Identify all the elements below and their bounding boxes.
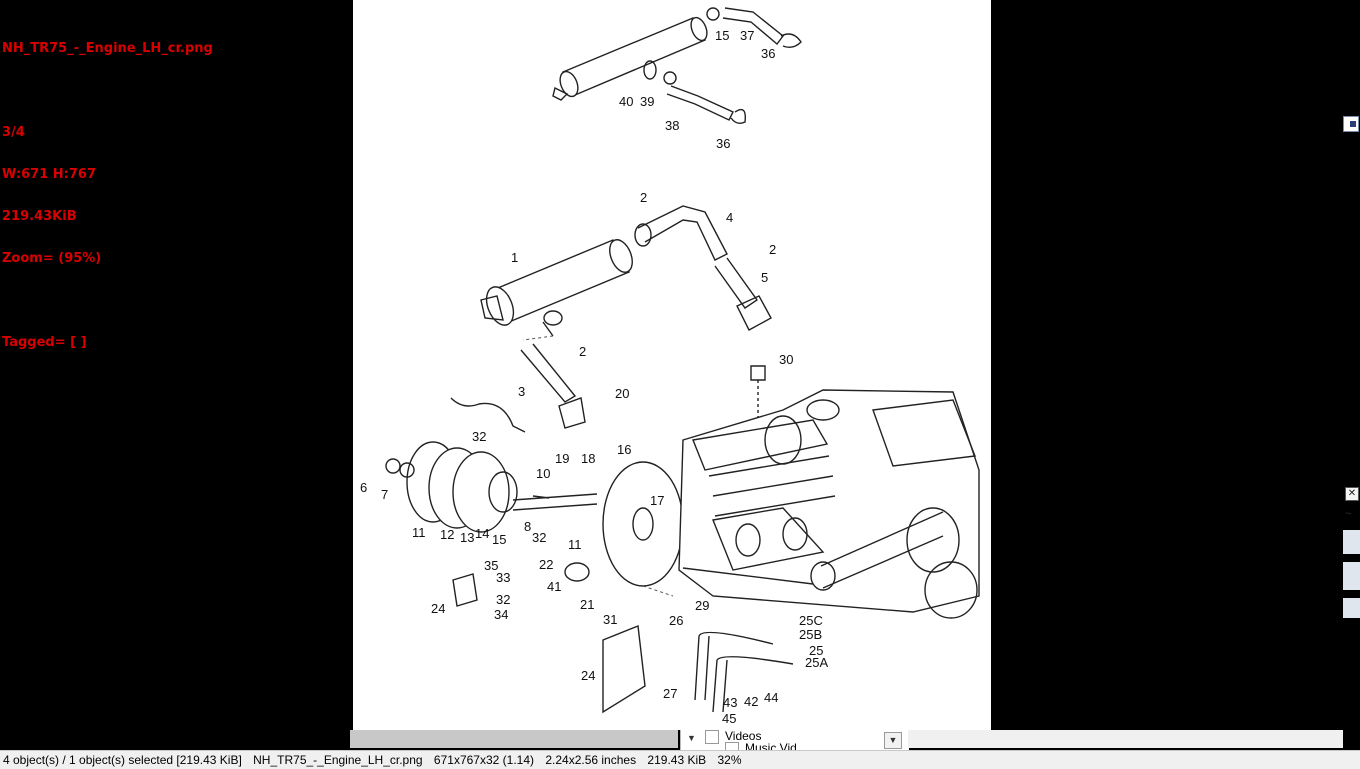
- dropdown-arrow-icon[interactable]: ▼: [884, 732, 902, 749]
- part-label: 40: [619, 94, 633, 109]
- tilde-text: ~: [1345, 508, 1352, 520]
- part-label: 38: [665, 118, 679, 133]
- part-label: 42: [744, 694, 758, 709]
- part-label: 30: [779, 352, 793, 367]
- tree-item-videos[interactable]: Videos: [725, 730, 762, 743]
- part-label: 13: [460, 530, 474, 545]
- background-panel-strip: [1343, 562, 1360, 590]
- osd-tagged: Tagged= [ ]: [2, 335, 87, 350]
- part-label: 3: [518, 384, 525, 399]
- part-label: 20: [615, 386, 629, 401]
- part-label: 1: [511, 250, 518, 265]
- tree-checkbox[interactable]: [705, 730, 719, 744]
- part-label: 36: [761, 46, 775, 61]
- part-label: 2: [769, 242, 776, 257]
- part-label: 21: [580, 597, 594, 612]
- part-label: 25: [809, 643, 823, 658]
- part-label: 25C: [799, 613, 823, 628]
- status-pixel-info: 671x767x32 (1.14): [433, 753, 534, 767]
- part-label: 25A: [805, 655, 828, 670]
- part-label: 45: [722, 711, 736, 726]
- part-label: 32: [472, 429, 486, 444]
- part-label: 2: [579, 344, 586, 359]
- osd-dimensions: W:671 H:767: [2, 167, 97, 182]
- expand-arrow-icon[interactable]: ▼: [687, 733, 696, 743]
- part-label: 6: [360, 480, 367, 495]
- displayed-image[interactable]: 15 37 36 40 39 38 36 2 4 2 1 5 2 30 3 20…: [353, 0, 991, 730]
- part-label: 10: [536, 466, 550, 481]
- status-zoom: 32%: [717, 753, 742, 767]
- part-label: 15: [492, 532, 506, 547]
- part-label: 37: [740, 28, 754, 43]
- part-label: 24: [431, 601, 445, 616]
- status-selection: 4 object(s) / 1 object(s) selected [219.…: [3, 753, 242, 767]
- image-viewer-canvas[interactable]: NH_TR75_-_Engine_LH_cr.png 3/4 W:671 H:7…: [0, 0, 1360, 750]
- status-print-size: 2.24x2.56 inches: [545, 753, 637, 767]
- folder-tree-peek: ▼ Videos Music Vid: [680, 730, 909, 750]
- background-scrollbar[interactable]: [350, 730, 678, 748]
- osd-filesize: 219.43KiB: [2, 209, 77, 224]
- part-label: 25B: [799, 627, 822, 642]
- part-label: 39: [640, 94, 654, 109]
- close-icon[interactable]: ✕: [1345, 487, 1359, 501]
- part-label: 12: [440, 527, 454, 542]
- part-label: 4: [726, 210, 733, 225]
- background-panel-strip: [1343, 530, 1360, 554]
- part-label: 11: [412, 525, 426, 540]
- status-bar: 4 object(s) / 1 object(s) selected [219.…: [0, 750, 1360, 769]
- part-label: 8: [524, 519, 531, 534]
- status-filesize: 219.43 KiB: [647, 753, 707, 767]
- osd-position: 3/4: [2, 125, 25, 140]
- osd-overlay: NH_TR75_-_Engine_LH_cr.png 3/4 W:671 H:7…: [2, 14, 213, 378]
- engine-parts-diagram: 15 37 36 40 39 38 36 2 4 2 1 5 2 30 3 20…: [360, 7, 980, 726]
- tree-item-music-videos[interactable]: Music Vid: [745, 741, 797, 750]
- part-label: 15: [715, 28, 729, 43]
- background-panel-strip: [1343, 598, 1360, 618]
- part-label: 27: [663, 686, 677, 701]
- part-label: 14: [475, 526, 489, 541]
- part-label: 44: [764, 690, 778, 705]
- part-label: 34: [494, 607, 508, 622]
- part-label: 11: [568, 537, 582, 552]
- osd-zoom: Zoom= (95%): [2, 251, 102, 266]
- tree-checkbox[interactable]: [725, 742, 739, 750]
- part-label: 31: [603, 612, 617, 627]
- part-label: 16: [617, 442, 631, 457]
- part-label: 33: [496, 570, 510, 585]
- part-label: 32: [532, 530, 546, 545]
- status-filename: NH_TR75_-_Engine_LH_cr.png: [253, 753, 423, 767]
- part-label: 32: [496, 592, 510, 607]
- part-label: 26: [669, 613, 683, 628]
- background-window-edge: [1343, 0, 1360, 750]
- part-label: 22: [539, 557, 553, 572]
- part-label: 19: [555, 451, 569, 466]
- background-window-button[interactable]: [1343, 116, 1359, 132]
- part-label: 2: [640, 190, 647, 205]
- background-panel: [908, 730, 1343, 748]
- part-label: 43: [723, 695, 737, 710]
- part-label: 18: [581, 451, 595, 466]
- osd-filename: NH_TR75_-_Engine_LH_cr.png: [2, 41, 213, 56]
- part-label: 41: [547, 579, 561, 594]
- part-label: 24: [581, 668, 595, 683]
- part-label: 7: [381, 487, 388, 502]
- part-label: 17: [650, 493, 664, 508]
- part-label: 29: [695, 598, 709, 613]
- part-label: 36: [716, 136, 730, 151]
- part-label: 5: [761, 270, 768, 285]
- part-label: 35: [484, 558, 498, 573]
